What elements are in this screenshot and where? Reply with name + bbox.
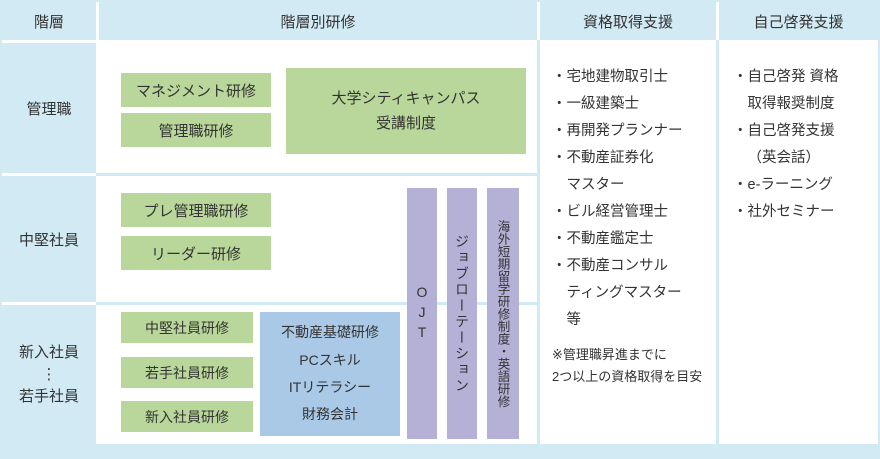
list-item-continuation: 等 xyxy=(566,312,582,328)
list-item: ・社外セミナー xyxy=(733,204,835,220)
tier-label-management: 管理職 xyxy=(2,43,96,173)
qualification-list: ・宅地建物取引士 ・一級建築士 ・再開発プランナー ・不動産証券化 マスター ・… xyxy=(552,64,712,388)
tier-label-newcomer: 新入社員 ⋮ 若手社員 xyxy=(2,305,96,444)
list-item: ・不動産鑑定士 xyxy=(552,231,654,247)
column-divider xyxy=(716,40,719,444)
tier-label-newcomer-top: 新入社員 xyxy=(18,343,79,361)
list-item-continuation: マスター xyxy=(566,177,625,193)
training-box-young: 若手社員研修 xyxy=(121,357,253,388)
qualification-note-line: ※管理職昇進までに xyxy=(552,347,667,362)
training-box-campus-line2: 受講制度 xyxy=(375,115,436,132)
list-item: ・自己啓発 資格 xyxy=(733,69,839,85)
self-development-list: ・自己啓発 資格 取得報奨制度 ・自己啓発支援 （英会話） ・e-ラーニング ・… xyxy=(733,64,875,226)
training-box-skills: 不動産基礎研修 PCスキル ITリテラシー 財務会計 xyxy=(260,312,400,436)
list-item: ・宅地建物取引士 xyxy=(552,69,668,85)
tier-label-midlevel: 中堅社員 xyxy=(2,176,96,302)
training-box-midlevel: 中堅社員研修 xyxy=(121,312,253,343)
row-divider xyxy=(96,302,537,305)
ojt-bar: OJT xyxy=(407,188,437,439)
skills-line2: PCスキル xyxy=(299,351,361,368)
header-cell-qualification-support: 資格取得支援 xyxy=(540,2,716,40)
header-cell-hierarchy: 階層 xyxy=(2,2,96,40)
list-item: ・不動産証券化 xyxy=(552,150,654,166)
header-cell-self-development-support: 自己啓発支援 xyxy=(719,2,878,40)
qualification-note-line: 2つ以上の資格取得を目安 xyxy=(552,369,703,384)
list-item: ・自己啓発支援 xyxy=(733,123,835,139)
training-box-campus: 大学シティキャンパス 受講制度 xyxy=(286,68,526,154)
list-item-continuation: 取得報奨制度 xyxy=(747,96,835,112)
training-box-pre-manager: プレ管理職研修 xyxy=(121,193,271,227)
skills-line1: 不動産基礎研修 xyxy=(281,324,379,341)
list-item: ・e-ラーニング xyxy=(733,177,833,193)
bottom-border-strip xyxy=(2,444,878,457)
training-box-leader: リーダー研修 xyxy=(121,236,271,270)
list-item: ・不動産コンサル xyxy=(552,258,668,274)
list-item: ・一級建築士 xyxy=(552,96,639,112)
skills-line3: ITリテラシー xyxy=(288,379,372,395)
training-box-manager: 管理職研修 xyxy=(121,113,271,147)
vertical-ellipsis: ⋮ xyxy=(41,365,57,383)
training-box-management: マネジメント研修 xyxy=(121,73,271,107)
list-item-continuation: ティングマスター xyxy=(566,285,682,301)
list-item-continuation: （英会話） xyxy=(747,150,821,166)
skills-line4: 財務会計 xyxy=(302,406,358,423)
list-item: ・ビル経営管理士 xyxy=(552,204,668,220)
header-cell-tier-training: 階層別研修 xyxy=(99,2,537,40)
training-box-campus-line1: 大学シティキャンパス xyxy=(331,89,481,107)
column-divider xyxy=(537,40,540,444)
row-divider xyxy=(96,173,537,176)
overseas-study-bar: 海外短期留学研修制度・英語研修 xyxy=(487,188,519,439)
job-rotation-bar: ジョブローテーション xyxy=(447,188,477,439)
training-box-newcomer: 新入社員研修 xyxy=(121,401,253,432)
tier-label-newcomer-bottom: 若手社員 xyxy=(18,387,79,405)
list-item: ・再開発プランナー xyxy=(552,123,683,139)
